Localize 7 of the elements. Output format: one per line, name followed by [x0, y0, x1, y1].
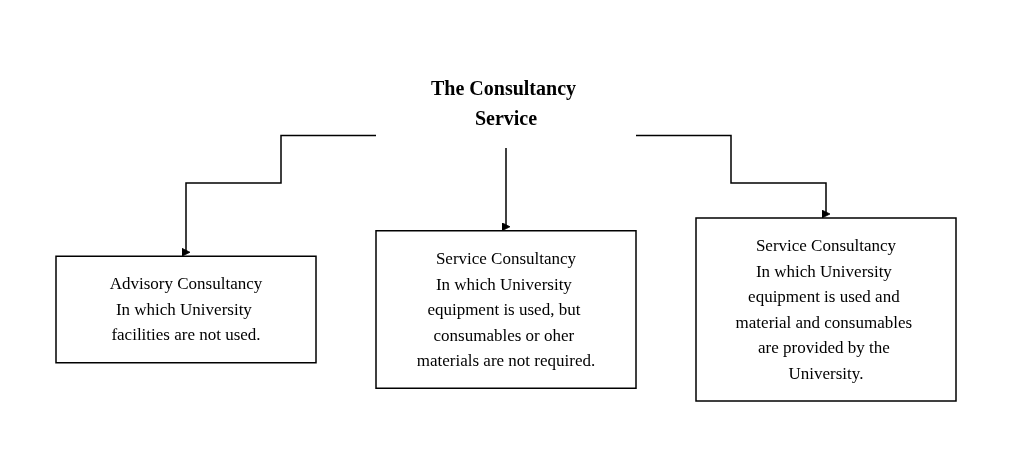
- node-box: Advisory Consultancy In which University facilities are not used.: [54, 255, 317, 364]
- node-box: Service Consultancy In which University equipment is used, but consumables or oher materials are not required.: [374, 230, 637, 389]
- node-box: Service Consultancy In which University equipment is used and material and consumables are provided by the University.: [694, 217, 957, 402]
- arrow: [181, 134, 377, 257]
- node-text: The Consultancy Service: [430, 77, 576, 129]
- arrow: [501, 147, 510, 232]
- arrow: [634, 134, 830, 219]
